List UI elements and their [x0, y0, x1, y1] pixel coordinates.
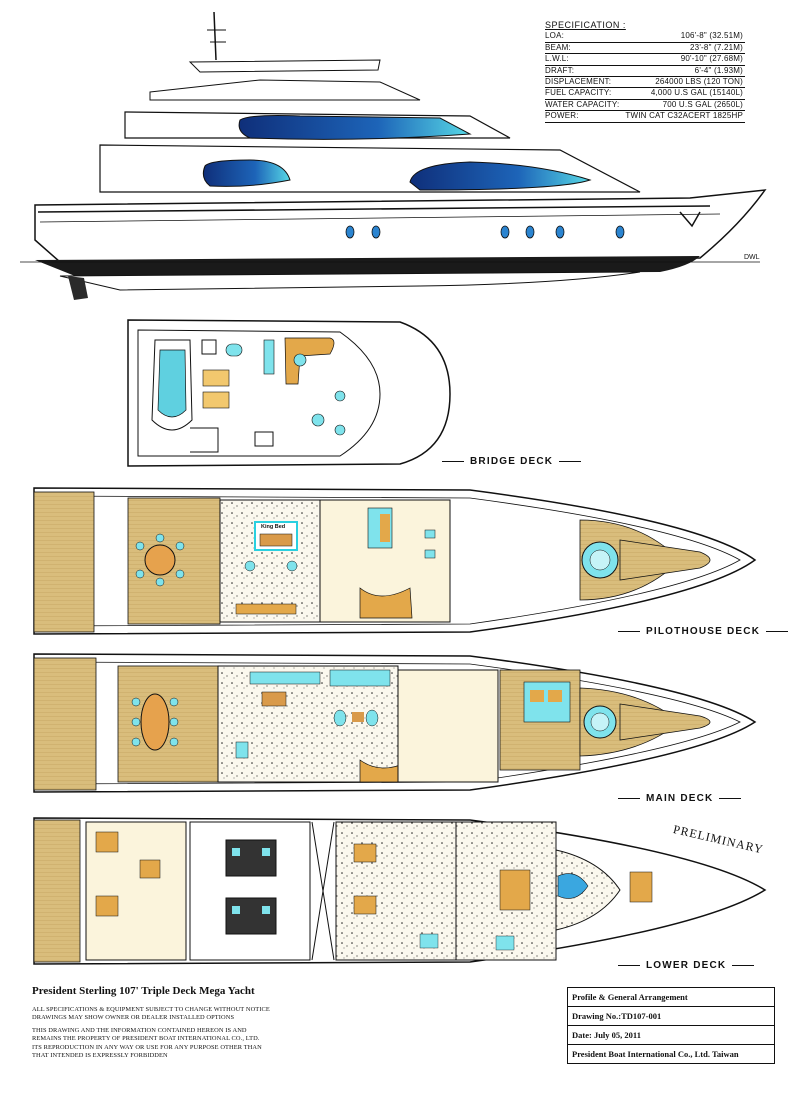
specification-heading: SPECIFICATION : [545, 20, 626, 30]
spec-label: BEAM: [545, 42, 571, 52]
title-block-sheet-title: Profile & General Arrangement [568, 988, 774, 1007]
spec-row: WATER CAPACITY: 700 U.S GAL (2650L) [545, 99, 745, 112]
spec-value: 106'-8" (32.51M) [680, 31, 743, 41]
spec-label: L.W.L: [545, 54, 569, 64]
notice-line: THIS DRAWING AND THE INFORMATION CONTAIN… [32, 1026, 247, 1034]
yacht-profile [20, 11, 767, 300]
spec-row: BEAM: 23'-8" (7.21M) [545, 42, 745, 55]
spec-row: LOA: 106'-8" (32.51M) [545, 31, 745, 43]
title-block-drawing-no: Drawing No.:TD107-001 [568, 1007, 774, 1026]
notice-line: DRAWINGS MAY SHOW OWNER OR DEALER INSTAL… [32, 1014, 235, 1022]
spec-row: DISPLACEMENT: 264000 LBS (120 TON) [545, 77, 745, 89]
waterline-label: DWL [744, 254, 760, 261]
specification-table: SPECIFICATION : LOA: 106'-8" (32.51M) BEA… [545, 20, 745, 123]
notice-line: THAT INTENDED IS EXPRESSLY FORBIDDEN [32, 1052, 168, 1060]
main-deck-label: MAIN DECK [612, 793, 747, 804]
spec-label: LOA: [545, 31, 565, 41]
notice-line: ITS REPRODUCTION IN ANY WAY OR USE FOR A… [32, 1043, 262, 1051]
spec-label: WATER CAPACITY: [545, 99, 620, 109]
title-block-date: Date: July 05, 2011 [568, 1026, 774, 1045]
spec-value: 23'-8" (7.21M) [690, 42, 743, 52]
bridge-deck-label: BRIDGE DECK [436, 456, 587, 467]
drawing-title: President Sterling 107' Triple Deck Mega… [32, 985, 255, 997]
spec-row: POWER: TWIN CAT C32ACERT 1825HP [545, 111, 745, 123]
spec-label: DRAFT: [545, 65, 575, 75]
spec-row: DRAFT: 6'-4" (1.93M) [545, 65, 745, 78]
spec-value: 700 U.S GAL (2650L) [662, 99, 743, 109]
spec-value: 4,000 U.S GAL (15140L) [650, 88, 743, 98]
notice-text: ALL SPECIFICATIONS & EQUIPMENT SUBJECT T… [32, 1006, 332, 1060]
spec-row: FUEL CAPACITY: 4,000 U.S GAL (15140L) [545, 88, 745, 100]
spec-value: 6'-4" (1.93M) [694, 65, 743, 75]
pilothouse-deck-label: PILOTHOUSE DECK [612, 626, 794, 637]
notice-line: REMAINS THE PROPERTY OF PRESIDENT BOAT I… [32, 1035, 260, 1043]
spec-label: FUEL CAPACITY: [545, 88, 612, 98]
king-bed-label: King Bed [261, 524, 286, 530]
spec-row: L.W.L: 90'-10" (27.68M) [545, 54, 745, 66]
notice-line: ALL SPECIFICATIONS & EQUIPMENT SUBJECT T… [32, 1006, 270, 1013]
spec-label: DISPLACEMENT: [545, 77, 612, 87]
title-block-company: President Boat International Co., Ltd. T… [572, 1049, 739, 1059]
lower-deck-label: LOWER DECK [612, 960, 760, 971]
title-block: Profile & General Arrangement Drawing No… [567, 987, 775, 1064]
spec-value: TWIN CAT C32ACERT 1825HP [625, 111, 743, 121]
spec-value: 90'-10" (27.68M) [680, 54, 743, 64]
bridge-deck-plan [127, 319, 451, 467]
main-deck-plan [33, 653, 757, 793]
pilothouse-deck-plan [33, 487, 757, 635]
lower-deck-plan [33, 817, 767, 965]
spec-label: POWER: [545, 111, 579, 121]
spec-value: 264000 LBS (120 TON) [655, 77, 743, 87]
